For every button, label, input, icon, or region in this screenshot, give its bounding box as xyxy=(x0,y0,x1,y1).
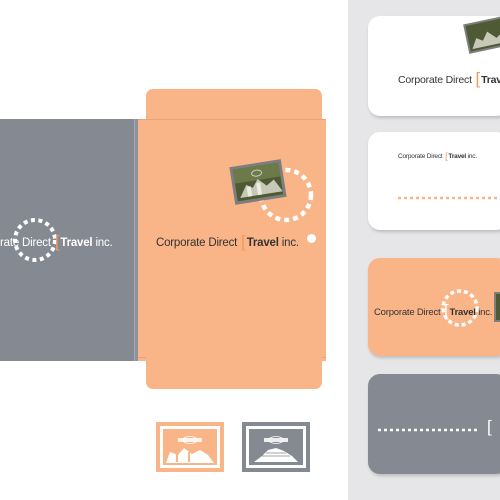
logo-name-cropped: rate Direct xyxy=(0,237,51,249)
logo-name: Corporate Direct xyxy=(374,307,441,318)
fold-line-top xyxy=(138,119,326,120)
logo-bracket: [ xyxy=(487,417,492,436)
dashed-circle-icon xyxy=(441,289,479,327)
folder-front-logo: Corporate Direct [Travel inc. xyxy=(156,231,299,251)
business-card-panel: Corporate Direct [Travel Corporate Direc… xyxy=(348,0,500,500)
logo-suffix: inc. xyxy=(281,237,299,249)
stamp-gray-mini xyxy=(242,422,310,472)
logo-travel: Travel xyxy=(448,153,466,160)
business-card-back-white: Corporate Direct [Travel inc. xyxy=(368,132,500,230)
dashed-circle-icon xyxy=(13,218,57,262)
folder-spine xyxy=(134,119,139,361)
business-card-front-white: Corporate Direct [Travel xyxy=(368,16,500,116)
card3-logo: Corporate Direct [Travel inc. xyxy=(374,300,492,320)
logo-suffix: inc. xyxy=(467,153,478,160)
card1-logo: Corporate Direct [Travel xyxy=(398,68,500,88)
stamp-orange-mini xyxy=(156,422,224,472)
folder-front-panel: Corporate Direct [Travel inc. xyxy=(138,119,326,361)
folder-bottom-flap xyxy=(146,357,322,389)
dashed-line-icon xyxy=(378,428,478,432)
logo-travel: Travel xyxy=(246,237,279,249)
folder-back-logo: rate Direct [Travel inc. xyxy=(0,231,113,251)
stamp-photo-icon xyxy=(229,159,287,205)
logo-bracket: [ xyxy=(54,232,60,251)
logo-name: Corporate Direct xyxy=(398,74,472,86)
stamp-photo-icon xyxy=(463,16,500,54)
stamp-orange-icon xyxy=(156,422,224,472)
logo-bracket: [ xyxy=(443,301,449,320)
stamp-edge-icon xyxy=(494,292,500,322)
logo-travel: Travel xyxy=(60,237,93,249)
folder-top-flap xyxy=(146,89,322,123)
logo-suffix: inc. xyxy=(478,307,493,318)
dashed-line-icon xyxy=(398,196,500,200)
logo-travel: Travel xyxy=(449,307,476,318)
logo-bracket: [ xyxy=(475,69,481,88)
card2-logo: Corporate Direct [Travel inc. xyxy=(398,150,478,161)
dashed-circle-icon xyxy=(258,167,314,223)
card4-logo-fragment: [ xyxy=(486,416,493,436)
logo-suffix: inc. xyxy=(95,237,113,249)
folder-back-panel: rate Direct [Travel inc. xyxy=(0,119,136,361)
logo-name: Corporate Direct xyxy=(156,237,238,249)
business-card-gray: [ xyxy=(368,374,500,474)
logo-bracket: [ xyxy=(445,151,448,161)
slit-hole xyxy=(307,234,316,243)
logo-travel: Travel xyxy=(481,74,500,86)
logo-bracket: [ xyxy=(241,232,246,251)
stamp-gray-icon xyxy=(242,422,310,472)
business-card-orange: Corporate Direct [Travel inc. xyxy=(368,258,500,356)
logo-name: Corporate Direct xyxy=(398,153,443,160)
